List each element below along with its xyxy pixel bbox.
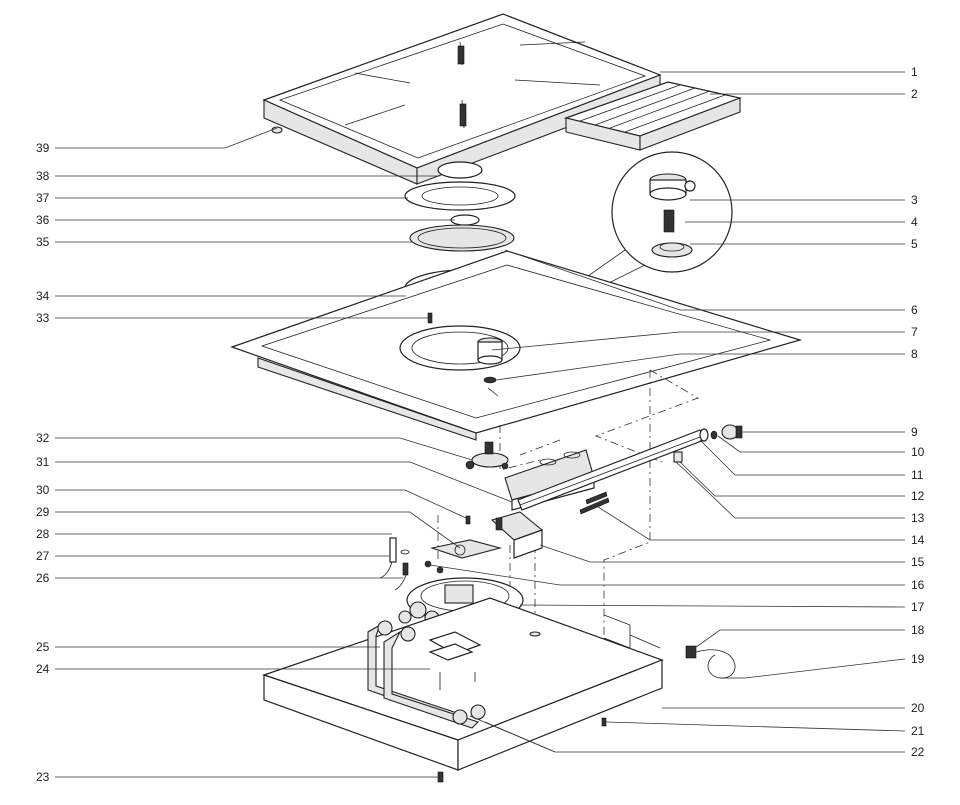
- part-number-25: 25: [36, 640, 50, 654]
- part-number-23: 23: [36, 770, 50, 784]
- part-number-33: 33: [36, 311, 50, 325]
- part-number-17: 17: [911, 600, 925, 614]
- part-number-15: 15: [911, 555, 925, 569]
- part-number-16: 16: [911, 578, 925, 592]
- part-number-34: 34: [36, 289, 50, 303]
- part-number-30: 30: [36, 483, 50, 497]
- part-number-27: 27: [36, 549, 50, 563]
- part-number-36: 36: [36, 213, 50, 227]
- part-number-32: 32: [36, 431, 50, 445]
- part-number-10: 10: [911, 445, 925, 459]
- left-part-numbers: 39 38 37 36 35 34 33 32 31 30 29 28 27 2…: [36, 141, 50, 784]
- small-parts: [379, 515, 503, 591]
- part-number-5: 5: [911, 237, 918, 251]
- part-number-39: 39: [36, 141, 50, 155]
- part-number-37: 37: [36, 191, 50, 205]
- part-number-28: 28: [36, 527, 50, 541]
- part-number-24: 24: [36, 662, 50, 676]
- part-number-3: 3: [911, 193, 918, 207]
- part-number-6: 6: [911, 303, 918, 317]
- part-number-13: 13: [911, 511, 925, 525]
- mounting-bracket: [428, 631, 482, 690]
- part-number-18: 18: [911, 623, 925, 637]
- hob-panel: [230, 250, 803, 441]
- gas-pipes: [367, 620, 486, 729]
- part-number-11: 11: [911, 468, 924, 482]
- burner-cap-assembly: [404, 161, 516, 252]
- part-number-21: 21: [911, 724, 925, 738]
- part-number-1: 1: [911, 65, 918, 79]
- part-number-8: 8: [911, 347, 918, 361]
- part-number-35: 35: [36, 235, 50, 249]
- part-number-12: 12: [911, 489, 925, 503]
- part-number-20: 20: [911, 701, 925, 715]
- rubber-foot: [271, 126, 283, 134]
- part-number-7: 7: [911, 325, 918, 339]
- right-part-numbers: 1 2 3 4 5 6 7 8 9 10 11 12 13 14 15 16 1…: [911, 65, 925, 759]
- part-number-9: 9: [911, 425, 918, 439]
- part-number-14: 14: [911, 533, 925, 547]
- part-number-26: 26: [36, 571, 50, 585]
- gas-rail-assembly: [465, 424, 743, 515]
- part-number-4: 4: [911, 215, 918, 229]
- part-number-38: 38: [36, 169, 50, 183]
- slatted-cover: [563, 81, 743, 151]
- bottom-tray: [262, 597, 664, 783]
- part-number-29: 29: [36, 505, 50, 519]
- knob-detail-callout: [489, 151, 733, 343]
- leader-lines: [55, 71, 906, 778]
- part-number-31: 31: [36, 455, 50, 469]
- pan-support-grid: [262, 13, 662, 185]
- part-number-2: 2: [911, 87, 918, 101]
- part-number-19: 19: [911, 652, 925, 666]
- ignition-lead: [685, 645, 745, 679]
- ignition-block: [490, 511, 544, 559]
- part-number-22: 22: [911, 745, 925, 759]
